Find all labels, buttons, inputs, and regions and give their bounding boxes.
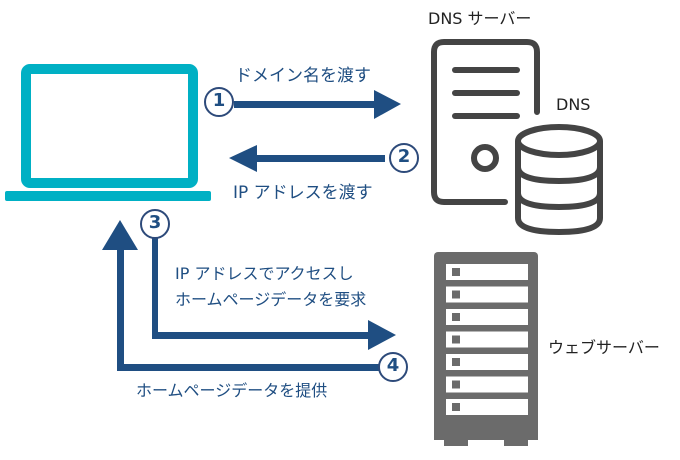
rack-slot <box>446 399 528 415</box>
rack-slot <box>446 286 528 303</box>
rack-slot <box>446 331 528 348</box>
dns-server-label: DNS サーバー <box>428 9 532 28</box>
rack-slot-led <box>452 313 460 321</box>
step-1-label: ドメイン名を渡す <box>235 66 371 86</box>
arrow-step-4 <box>102 220 380 371</box>
database-icon <box>515 124 603 236</box>
rack-slot-led <box>452 290 460 299</box>
step-1-circle <box>204 87 234 117</box>
rack-slot <box>446 309 528 325</box>
rack-slot <box>446 376 528 393</box>
step-2-number: 2 <box>397 146 411 167</box>
rack-slot-led <box>452 358 460 366</box>
web-server-label: ウェブサーバー <box>548 338 660 357</box>
step-4-label: ホームページデータを提供 <box>136 381 328 400</box>
step-3-number: 3 <box>148 212 162 233</box>
step-circles <box>140 87 419 382</box>
arrow-step-3 <box>152 238 396 350</box>
dns-db-label: DNS <box>556 95 591 114</box>
step-4-number: 4 <box>386 355 400 376</box>
rack-slot-led <box>452 380 460 389</box>
arrow-step-1 <box>234 90 401 119</box>
tower-server-icon <box>431 39 540 205</box>
arrow-step-2 <box>229 145 385 172</box>
step-1-number: 1 <box>212 90 226 111</box>
step-2-label: IP アドレスを渡す <box>233 183 373 203</box>
rack-slot-led <box>452 403 460 411</box>
step-2-circle <box>389 143 419 173</box>
rack-slot <box>446 354 528 370</box>
laptop-icon <box>5 64 211 201</box>
rack-slot-led <box>452 268 460 276</box>
step-3-circle <box>140 209 170 239</box>
step-3-label-line2: ホームページデータを要求 <box>175 290 367 309</box>
rack-slot-led <box>452 335 460 344</box>
rack-slot <box>446 264 528 280</box>
rack-server-icon <box>434 252 538 446</box>
step-3-label-line1: IP アドレスでアクセスし <box>175 264 354 283</box>
step-4-circle <box>378 352 408 382</box>
